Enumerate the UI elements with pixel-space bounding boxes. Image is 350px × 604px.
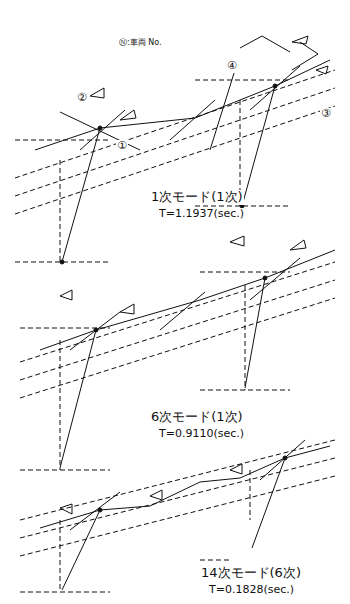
period-value: T=0.1828(sec.) xyxy=(208,584,295,597)
callout-number: ② xyxy=(76,92,88,105)
mode-title: 14次モード(6次) xyxy=(200,566,302,581)
legend-note: Ⓝ:車両 No. xyxy=(118,38,163,47)
callout-number: ③ xyxy=(320,108,332,121)
callout-number: ④ xyxy=(226,60,238,73)
mode-title: 6次モード(1次) xyxy=(150,410,244,425)
callout-number: ① xyxy=(116,140,128,153)
mode-title: 1次モード(1次) xyxy=(150,190,244,205)
period-value: T=0.9110(sec.) xyxy=(158,428,245,441)
period-value: T=1.1937(sec.) xyxy=(158,208,245,221)
